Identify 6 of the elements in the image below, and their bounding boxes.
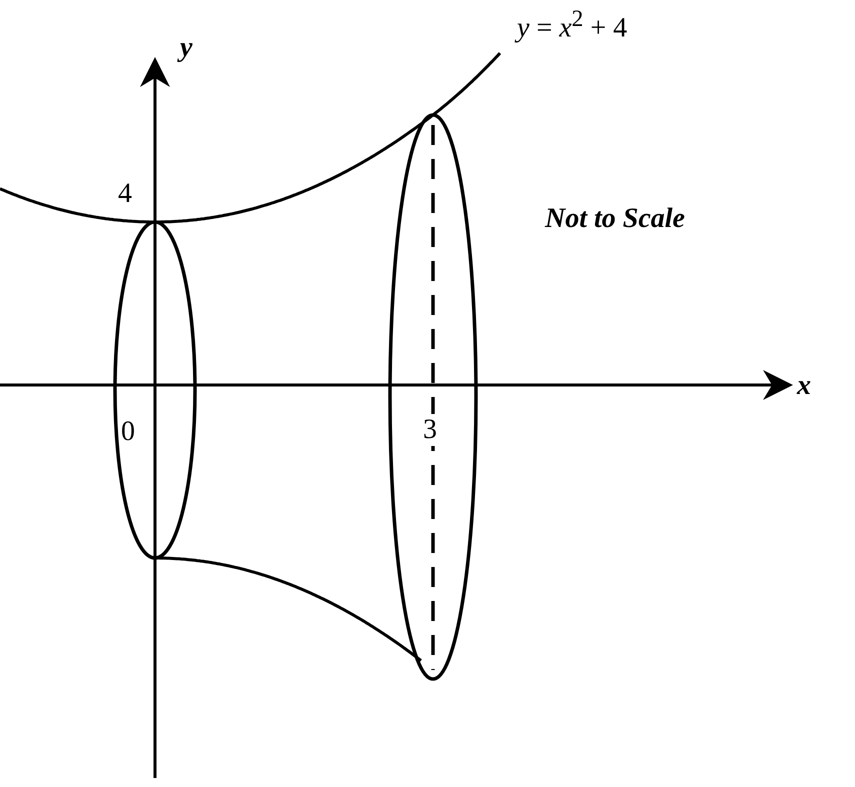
tick-label: 4 [118,180,132,208]
tick-label: 0 [121,418,135,446]
scale-note: Not to Scale [545,205,685,233]
axis-label: x [797,372,811,400]
tick-label: 3 [422,414,438,446]
curve-equation: y = x$^{2}$ + 4 [517,8,628,42]
